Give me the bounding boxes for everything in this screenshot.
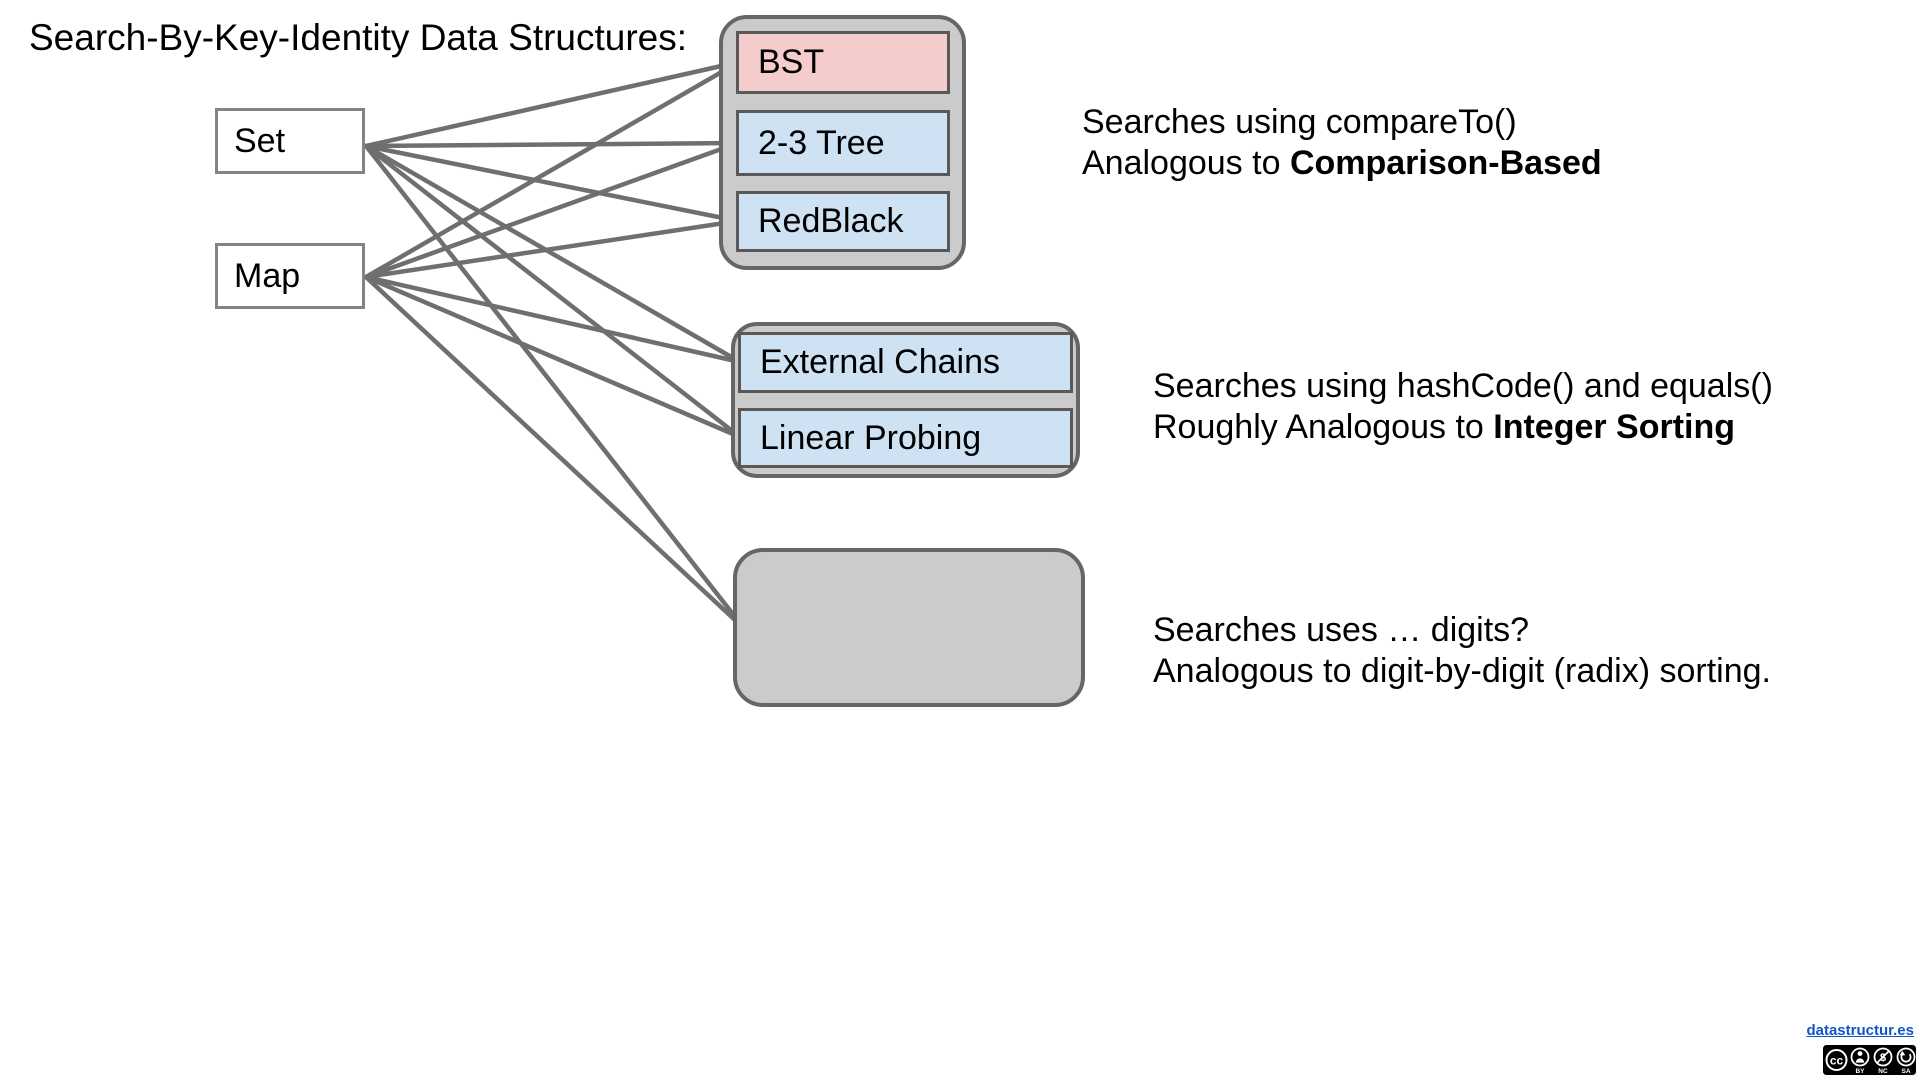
bst-box: BST xyxy=(736,31,950,94)
edge-set-bst xyxy=(363,59,742,149)
comparison-note: Searches using compareTo() Analogous to … xyxy=(1082,102,1602,184)
external-chains-box: External Chains xyxy=(738,332,1073,393)
hashing-note: Searches using hashCode() and equals() R… xyxy=(1153,366,1773,448)
edge-map-linear xyxy=(363,274,743,440)
edge-map-bst xyxy=(363,59,742,280)
edge-set-linear xyxy=(363,143,743,440)
svg-text:SA: SA xyxy=(1901,1068,1910,1075)
svg-text:NC: NC xyxy=(1878,1068,1888,1075)
cc-nc-icon: $ NC xyxy=(1873,1047,1893,1075)
svg-text:BY: BY xyxy=(1855,1068,1865,1075)
radix-empty-group xyxy=(733,548,1085,707)
external-chains-label: External Chains xyxy=(760,343,1001,381)
hashing-note-line1: Searches using hashCode() and equals() xyxy=(1153,367,1773,405)
redblack-label: RedBlack xyxy=(758,202,904,240)
two-three-tree-label: 2-3 Tree xyxy=(758,123,885,162)
comparison-note-line2: Analogous to Comparison-Based xyxy=(1082,144,1602,182)
edge-map-redblack xyxy=(363,218,741,280)
edge-set-radix xyxy=(363,143,739,621)
edge-set-external xyxy=(363,143,743,365)
map-label: Map xyxy=(234,256,301,295)
datastructures-link[interactable]: datastructur.es xyxy=(1806,1022,1914,1039)
edge-map-external xyxy=(363,274,743,365)
cc-sa-icon: SA xyxy=(1896,1047,1916,1075)
edge-set-tree23 xyxy=(363,140,741,149)
set-box: Set xyxy=(215,108,365,174)
comparison-note-line1: Searches using compareTo() xyxy=(1082,103,1517,141)
linear-probing-box: Linear Probing xyxy=(738,408,1073,468)
svg-text:cc: cc xyxy=(1830,1054,1844,1068)
map-box: Map xyxy=(215,243,365,309)
edge-map-radix xyxy=(363,274,739,624)
cc-license-badge: cc BY $ NC SA xyxy=(1823,1045,1916,1075)
radix-note: Searches uses … digits? Analogous to dig… xyxy=(1153,610,1771,692)
radix-note-line1: Searches uses … digits? xyxy=(1153,611,1530,649)
set-label: Set xyxy=(234,121,286,160)
redblack-box: RedBlack xyxy=(736,191,950,252)
bst-label: BST xyxy=(758,43,825,81)
radix-note-line2: Analogous to digit-by-digit (radix) sort… xyxy=(1153,652,1771,690)
slide-title: Search-By-Key-Identity Data Structures: xyxy=(29,17,688,58)
hashing-note-line2: Roughly Analogous to Integer Sorting xyxy=(1153,408,1736,446)
edge-map-tree23 xyxy=(363,140,741,280)
edge-set-redblack xyxy=(363,143,741,224)
linear-probing-label: Linear Probing xyxy=(760,418,982,457)
hashing-structures-group: External Chains Linear Probing xyxy=(731,322,1080,478)
two-three-tree-box: 2-3 Tree xyxy=(736,110,950,176)
comparison-structures-group: BST 2-3 Tree RedBlack xyxy=(719,15,966,270)
cc-icon: cc xyxy=(1825,1049,1848,1071)
cc-by-icon: BY xyxy=(1850,1047,1870,1075)
